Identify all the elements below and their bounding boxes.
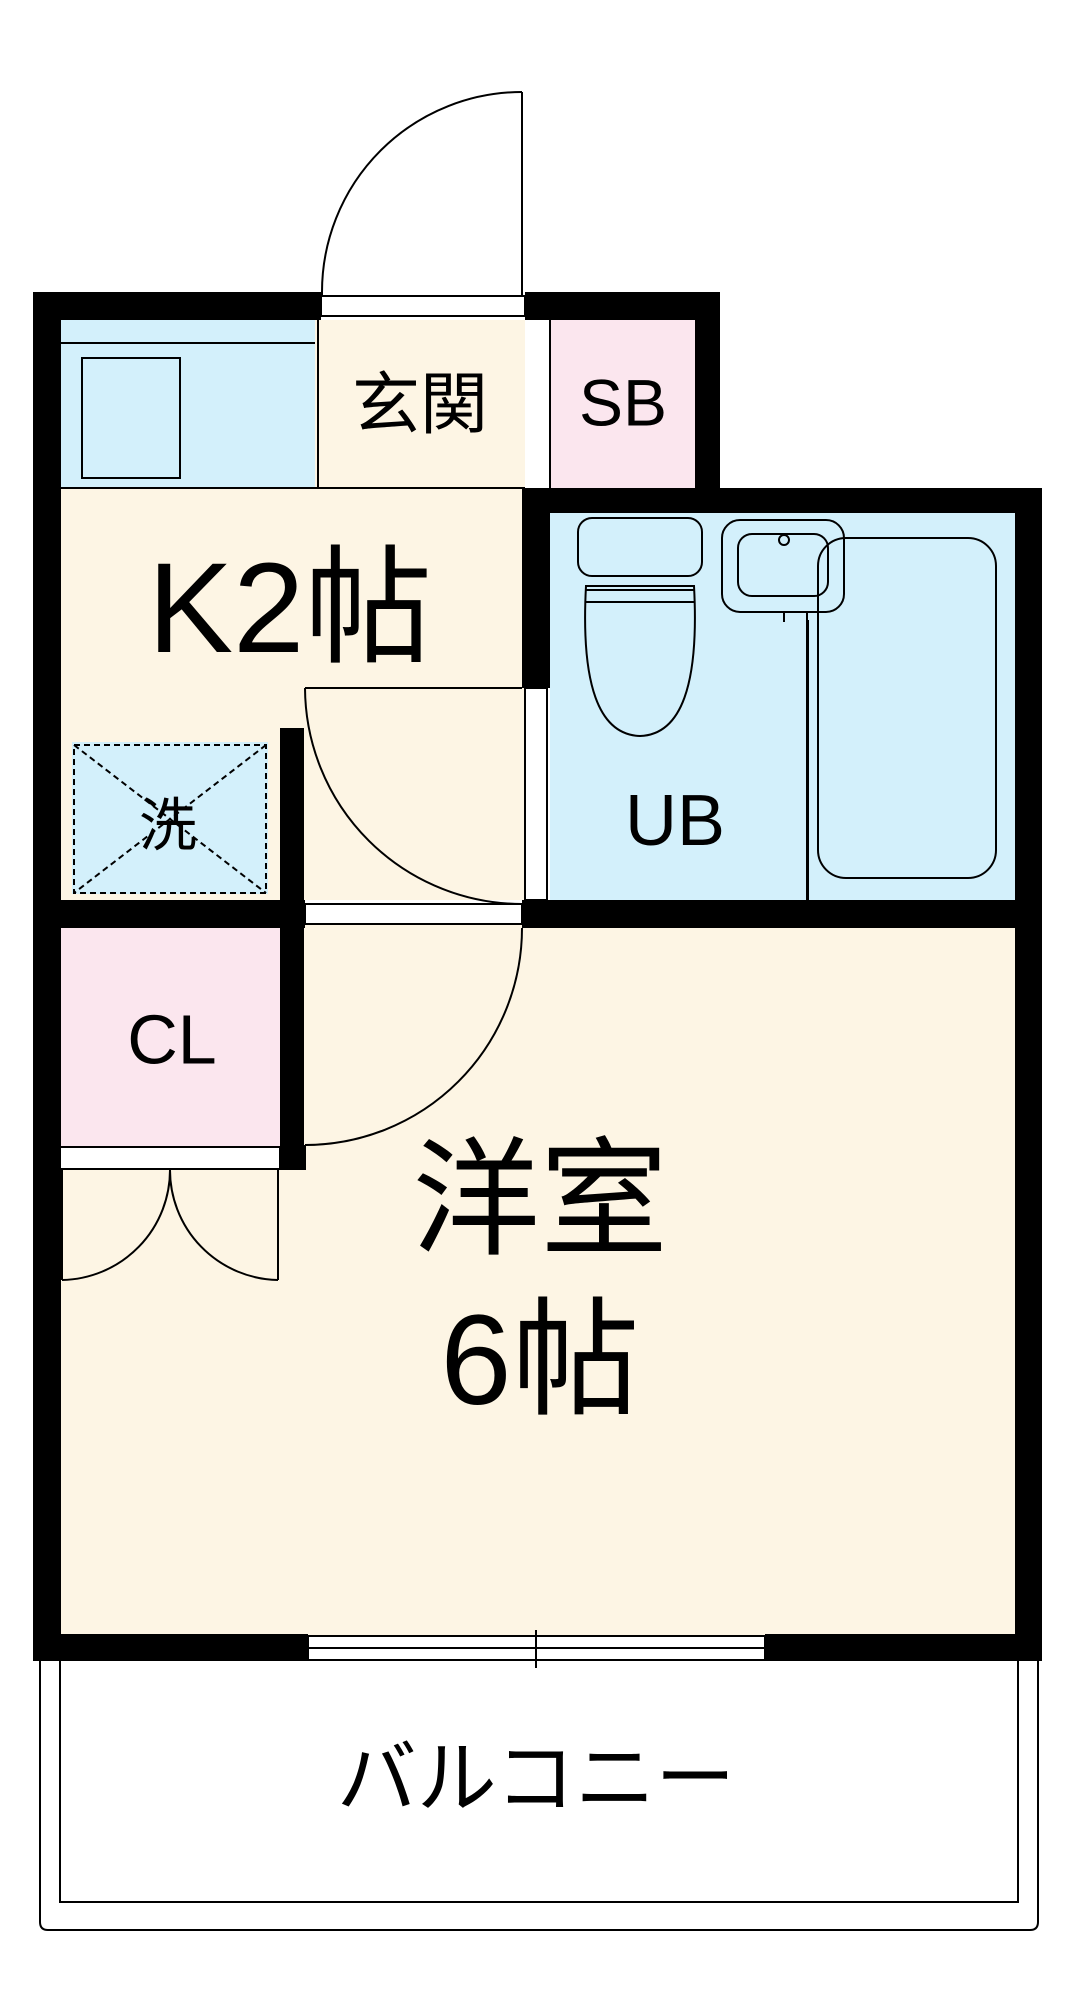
entrance-door-swing: [321, 91, 523, 293]
room-labels: 玄関 SB K2帖 洗 UB CL 洋室 6帖 バルコニー: [127, 365, 735, 1823]
unit-bath-label: UB: [625, 781, 725, 861]
room-door-swing-upper: [304, 687, 523, 905]
bathtub: [817, 537, 997, 879]
closet-label: CL: [127, 1000, 216, 1078]
shoe-box-area: [550, 318, 695, 488]
entrance-threshold: [320, 295, 526, 317]
shoe-box-label: SB: [579, 365, 667, 439]
kitchen-counter-area: [60, 318, 315, 488]
balcony-label: バルコニー: [337, 1734, 735, 1823]
genkan-label: 玄関: [352, 367, 488, 443]
balcony-outline: [39, 1661, 1039, 1931]
fridge-space: [81, 357, 181, 479]
washer-box: [73, 744, 267, 894]
walls: [33, 292, 1042, 1661]
closet-door-swing-right: [168, 1168, 279, 1281]
closet-door-swing-left: [61, 1168, 172, 1281]
fixtures: [39, 91, 1039, 1931]
toilet-tank: [577, 517, 703, 577]
closet-area: [60, 925, 280, 1147]
western-room-size-label: 6帖: [440, 1289, 639, 1432]
washer-label: 洗: [139, 793, 197, 858]
toilet-bowl: [584, 585, 696, 738]
room-door-swing-lower: [304, 927, 523, 1146]
kitchen-label: K2帖: [148, 537, 433, 680]
western-room-name-label: 洋室: [412, 1129, 668, 1272]
